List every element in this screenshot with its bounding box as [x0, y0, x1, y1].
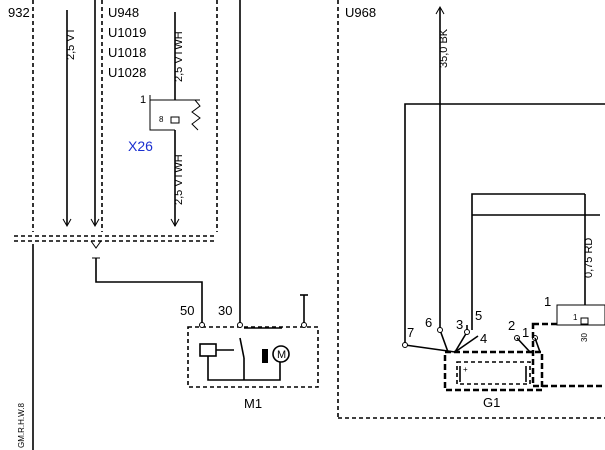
g1-boundary-inner — [456, 361, 531, 385]
wire-g1-pin2-link — [516, 337, 531, 353]
wire-module-a-inner-arrow — [90, 218, 100, 228]
wire-rd — [471, 193, 585, 330]
m1-switch-contact — [239, 337, 245, 359]
m1-motor-symbol — [272, 345, 290, 363]
g1-pin-3 — [464, 329, 470, 335]
wire-m1-50-feed — [95, 258, 203, 323]
label-pin-g1-5: 5 — [475, 308, 482, 323]
wire-g1-pin1-link — [534, 337, 541, 353]
m1-solenoid — [199, 343, 217, 357]
m1-ground-pin — [301, 322, 307, 328]
label-module-u968: U968 — [345, 5, 376, 20]
m1-brush — [262, 349, 268, 363]
label-pin-g1-7: 7 — [407, 325, 414, 340]
label-pin-right-1: 1 — [544, 294, 551, 309]
label-pin-right-30: 30 — [580, 333, 589, 342]
wire-label-bk: 35,0 BK — [438, 28, 450, 68]
m1-pin-30 — [237, 322, 243, 328]
x26-connector-bracket — [149, 95, 175, 131]
x26-resistor-zigzag — [191, 99, 201, 131]
right-connector-pin — [580, 317, 589, 325]
label-pin-g1-1: 1 — [522, 325, 529, 340]
wire-label-vtwh-top: 2,5 VTWH — [173, 31, 185, 82]
wire-label-vt-left: 2,5 VT — [65, 27, 77, 60]
label-pin-g1-3: 3 — [456, 317, 463, 332]
side-note: GM.R.H.W.8 — [17, 403, 26, 448]
label-pin-g1-6: 6 — [425, 315, 432, 330]
wire-g1-pin7 — [404, 103, 605, 343]
label-m1: M1 — [244, 396, 262, 411]
g1-pin-6 — [437, 327, 443, 333]
m1-motor-letter: M — [277, 349, 286, 361]
wire-g1-pin6 — [439, 329, 449, 353]
wire-label-rd: 0,75 RD — [583, 238, 595, 278]
label-x26: X26 — [128, 138, 153, 154]
wire-vtwh-bottom-arrow — [170, 218, 180, 228]
x26-connector-pin — [170, 116, 180, 124]
m1-pin-50 — [199, 322, 205, 328]
m1-boundary — [187, 326, 319, 388]
label-x26-pin-1: 1 — [140, 94, 146, 106]
label-pin-g1-4: 4 — [480, 331, 487, 346]
label-pin-right-1-inner: 1 — [573, 313, 578, 322]
wire-g1-pin3-link — [454, 331, 468, 353]
wire-label-vtwh-bottom: 2,5 VTWH — [173, 154, 185, 205]
wire-g1-pin4-link — [454, 335, 479, 353]
label-module-u1028: U1028 — [108, 65, 146, 80]
label-module-u1019: U1019 — [108, 25, 146, 40]
g1-battery-plus: + — [463, 365, 468, 374]
g1-boundary-outer — [443, 350, 544, 392]
label-g1: G1 — [483, 395, 500, 410]
label-pin-m1-50: 50 — [180, 303, 194, 318]
label-module-u1018: U1018 — [108, 45, 146, 60]
wire-vt-left-arrow — [62, 218, 72, 228]
label-module-u948: U948 — [108, 5, 139, 20]
bus-down-arrow — [90, 240, 102, 249]
right-module-boundary — [531, 322, 605, 388]
label-pin-m1-30: 30 — [218, 303, 232, 318]
g1-pin-7 — [402, 342, 408, 348]
wire-bk-arrow — [435, 5, 445, 15]
label-left-partial: 932 — [8, 5, 30, 20]
label-pin-g1-2: 2 — [508, 318, 515, 333]
right-connector-box — [556, 304, 605, 326]
label-x26-pin-8: 8 — [159, 115, 164, 124]
